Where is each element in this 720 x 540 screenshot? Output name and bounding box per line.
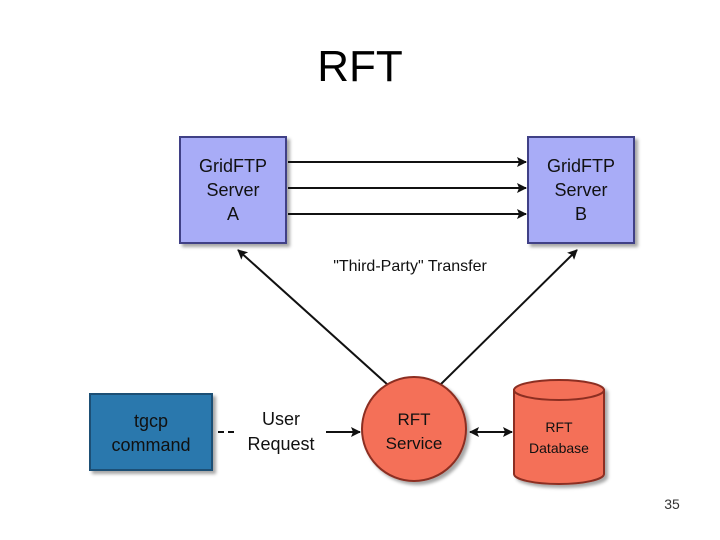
rft-database-top <box>513 379 605 401</box>
server-a-line-1: GridFTP <box>199 156 267 176</box>
tgcp-line-1: tgcp <box>134 411 168 431</box>
server-b-line-2: Server <box>554 180 607 200</box>
tgcp-box <box>89 393 213 471</box>
server-a-line-3: A <box>227 204 239 224</box>
rft-database-line-1: RFT <box>545 419 573 435</box>
rft-service-circle <box>361 376 467 482</box>
server-b-line-1: GridFTP <box>547 156 615 176</box>
rft-service-line-1: RFT <box>397 410 430 429</box>
server-a-line-2: Server <box>206 180 259 200</box>
gridftp-server-b: GridFTP Server B <box>527 136 635 244</box>
server-b-line-3: B <box>575 204 587 224</box>
rft-database <box>513 379 605 485</box>
third-party-transfer-label: "Third-Party" Transfer <box>333 258 487 275</box>
service-to-server-a-arrow <box>237 249 389 386</box>
user-request-line-1: User <box>262 409 300 429</box>
tgcp-line-2: command <box>111 435 190 455</box>
rft-database-body <box>513 389 605 485</box>
rft-database-line-2: Database <box>529 440 589 456</box>
server-a-box <box>179 136 287 244</box>
user-request-line-2: Request <box>247 434 314 454</box>
server-b-box <box>527 136 635 244</box>
gridftp-server-a: GridFTP Server A <box>179 136 287 244</box>
page-number: 35 <box>664 496 680 512</box>
rft-service: RFT Service <box>361 376 467 482</box>
tgcp-command: tgcp command <box>89 393 213 471</box>
slide-title: RFT <box>317 42 403 91</box>
rft-service-line-2: Service <box>386 434 443 453</box>
service-to-server-b-arrow <box>439 249 578 386</box>
